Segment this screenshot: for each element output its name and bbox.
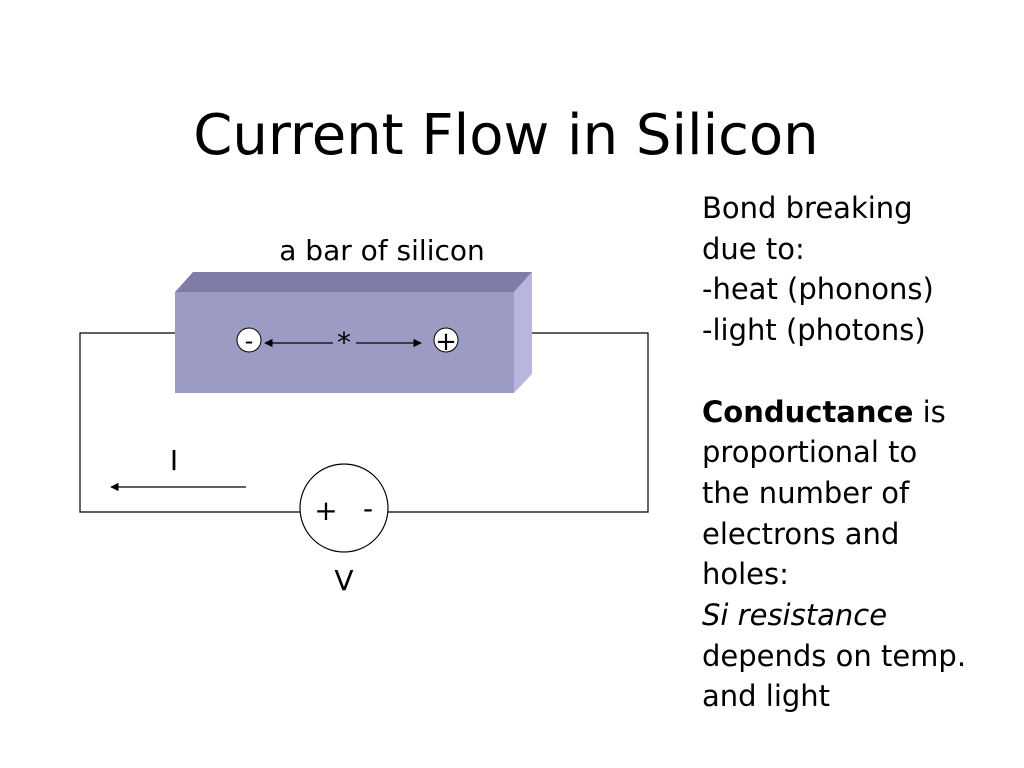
electron-sign: + [435, 327, 457, 357]
paragraph-gap [702, 351, 1012, 392]
hole-circle [236, 327, 262, 353]
conductance-line: electrons and [702, 516, 900, 551]
bond-line: due to: [702, 231, 805, 266]
bond-line: -light (photons) [702, 313, 926, 348]
conductance-term: Conductance [702, 394, 914, 429]
resistance-term: Si resistance [702, 598, 888, 633]
bond-line: -heat (phonons) [702, 272, 934, 307]
resistance-line: and light [702, 679, 831, 714]
bar-label: a bar of silicon [279, 234, 485, 267]
slide-title: Current Flow in Silicon [193, 103, 819, 168]
source-plus: + [314, 494, 337, 527]
conductance-line: Conductance is [702, 392, 1012, 433]
conductance-rest: is [913, 394, 946, 429]
conductance-line: the number of [702, 475, 910, 510]
silicon-bar-top [175, 272, 532, 292]
voltage-source [299, 463, 389, 553]
generation-mark: * [337, 326, 351, 359]
explanation-text: Bond breaking due to: -heat (phonons) -l… [702, 188, 1012, 717]
left-wire [79, 332, 300, 513]
conductance-line: proportional to [702, 435, 918, 470]
source-minus: - [363, 492, 373, 525]
hole-sign: - [245, 327, 254, 355]
current-label: I [170, 444, 178, 477]
source-label: V [334, 564, 353, 597]
electron-circle [433, 327, 459, 353]
silicon-bar [175, 272, 532, 393]
conductance-line: holes: [702, 557, 789, 592]
right-wire [387, 332, 649, 513]
resistance-line: depends on temp. [702, 638, 967, 673]
silicon-bar-side [514, 272, 532, 393]
bond-line: Bond breaking [702, 191, 913, 225]
